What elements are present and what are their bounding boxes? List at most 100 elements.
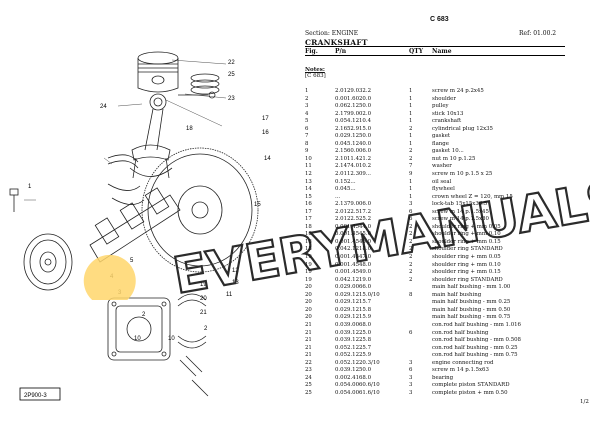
part-number: 0.029.1215.9 bbox=[335, 314, 372, 321]
callout-15: 15 bbox=[254, 202, 261, 208]
section-label: Section: ENGINE bbox=[305, 30, 359, 37]
part-name: complete piston + mm 0.50 bbox=[432, 389, 508, 396]
part-fig: 5 bbox=[305, 118, 309, 125]
part-name: shoulder ring STANDARD bbox=[432, 276, 503, 283]
part-name: bearing bbox=[432, 374, 454, 381]
part-fig: 19 bbox=[305, 261, 312, 268]
page-title: CRANKSHAFT bbox=[305, 38, 368, 47]
part-name: screw m 10 p.1.5 x 25 bbox=[432, 171, 493, 178]
part-number: 2.1379.006.0 bbox=[335, 201, 372, 208]
part-fig: 15 bbox=[305, 193, 312, 200]
part-fig: 22 bbox=[305, 359, 312, 366]
part-fig: 23 bbox=[305, 367, 312, 374]
part-number: 0.042.1219.0 bbox=[335, 276, 372, 283]
part-number: 0.054.0060.6/10 bbox=[335, 382, 380, 389]
part-number: 2.0122.517.2 bbox=[335, 208, 372, 215]
part-name: stick 10x13 bbox=[432, 110, 464, 117]
part-number: 0.001.4544.0 bbox=[335, 223, 372, 230]
part-qty: 1 bbox=[409, 103, 413, 110]
pulley-screw-drawing bbox=[9, 188, 19, 212]
callout-14: 14 bbox=[264, 156, 271, 162]
part-number: 0.029.1215.7 bbox=[335, 299, 372, 306]
callout-1: 1 bbox=[28, 184, 32, 190]
flange-drawing bbox=[107, 297, 171, 361]
part-name: screw m 14 p.1.5x45 bbox=[432, 208, 489, 215]
part-qty: 8 bbox=[409, 291, 413, 298]
part-name: con.rod half bushing - mm 0.75 bbox=[432, 352, 518, 359]
callout-20: 20 bbox=[200, 296, 207, 302]
page-number: 1/2 bbox=[580, 399, 589, 405]
part-number: 0.001.4549.0 bbox=[335, 269, 372, 276]
part-fig: 18 bbox=[305, 231, 312, 238]
part-fig: 4 bbox=[305, 110, 309, 117]
part-number: 0.039.0068.0 bbox=[335, 321, 372, 328]
part-qty: 3 bbox=[409, 201, 413, 208]
part-qty: 1 bbox=[409, 110, 413, 117]
shoulder-rings-drawing bbox=[177, 293, 207, 349]
part-number: 0.001.4546.0 bbox=[335, 238, 372, 245]
part-fig: 20 bbox=[305, 291, 312, 298]
diagram-code-box bbox=[19, 387, 61, 401]
part-fig: 1 bbox=[305, 88, 309, 94]
part-qty: 6 bbox=[409, 329, 413, 336]
part-qty: 2 bbox=[409, 276, 413, 283]
part-qty: 1 bbox=[409, 133, 413, 140]
part-number: 0.152... bbox=[335, 178, 356, 185]
part-fig: 18 bbox=[305, 223, 312, 230]
part-name: con.rod half bushing - mm 0.508 bbox=[432, 337, 521, 344]
part-number: 0.039.1250.0 bbox=[335, 367, 372, 374]
part-qty: 2 bbox=[409, 148, 413, 155]
callout-11: 11 bbox=[226, 292, 233, 298]
crankshaft-drawing bbox=[89, 187, 181, 263]
part-qty: 2 bbox=[409, 269, 413, 276]
column-header-qty: QTY bbox=[409, 48, 423, 55]
part-qty: 3 bbox=[409, 374, 413, 381]
part-name: shoulder ring + mm 0.05 bbox=[432, 254, 501, 261]
part-qty: 2 bbox=[409, 155, 413, 162]
part-fig: 25 bbox=[305, 389, 312, 396]
part-qty: 1 bbox=[409, 95, 413, 102]
piston-drawing bbox=[137, 51, 179, 93]
part-qty: 2 bbox=[409, 261, 413, 268]
part-qty: 7 bbox=[409, 163, 413, 170]
part-fig: 18 bbox=[305, 246, 312, 253]
part-number: 0.052.1225.7 bbox=[335, 344, 372, 351]
callout-17: 17 bbox=[262, 116, 269, 122]
part-number: 0.001.4545.0 bbox=[335, 231, 372, 238]
part-qty: 3 bbox=[409, 359, 413, 366]
part-name: gasket bbox=[432, 133, 451, 140]
part-qty: 2 bbox=[409, 254, 413, 261]
part-fig: 12 bbox=[305, 171, 312, 178]
part-fig: 19 bbox=[305, 254, 312, 261]
part-fig: 6 bbox=[305, 125, 309, 132]
callout-22: 22 bbox=[228, 60, 235, 66]
part-number: 0.052.1220.3/10 bbox=[335, 359, 380, 366]
part-number: 2.1799.002.0 bbox=[335, 110, 372, 117]
part-fig: 17 bbox=[305, 208, 312, 215]
part-number: 0.029.1215.0/10 bbox=[335, 291, 380, 298]
flywheel-drawing bbox=[141, 147, 259, 273]
table-row: 4 2.1799.002.0 1 stick 10x13 bbox=[305, 111, 565, 119]
part-fig: 11 bbox=[305, 163, 312, 170]
half-bushings-drawing bbox=[107, 154, 145, 205]
